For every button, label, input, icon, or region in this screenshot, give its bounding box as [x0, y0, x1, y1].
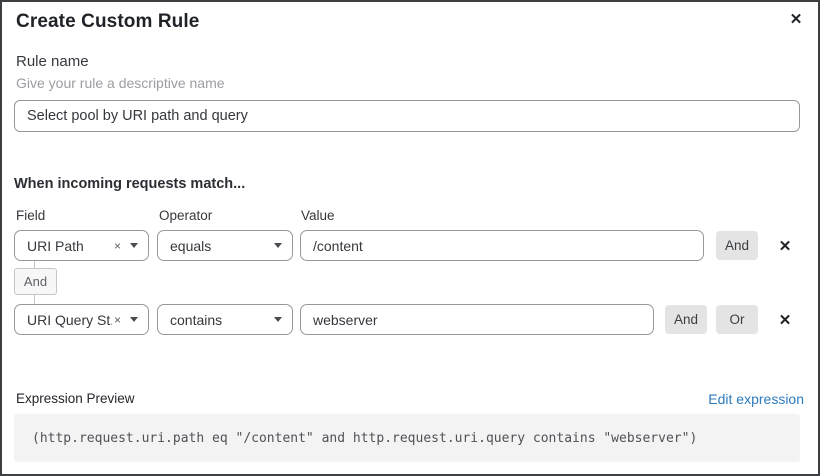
rule-name-input[interactable]: [14, 100, 800, 132]
value-input-row2[interactable]: [300, 304, 654, 335]
value-input-row1[interactable]: [300, 230, 704, 261]
field-select-row2[interactable]: URI Query St... ×: [14, 304, 149, 335]
clear-icon[interactable]: ×: [113, 312, 121, 327]
expression-preview-label: Expression Preview: [16, 391, 135, 406]
remove-row2-icon[interactable]: ✕: [774, 309, 796, 331]
chevron-down-icon: [130, 243, 138, 248]
operator-select-row1-value: equals: [170, 237, 212, 254]
chevron-down-icon: [274, 317, 282, 322]
chevron-down-icon: [130, 317, 138, 322]
close-icon[interactable]: ✕: [785, 8, 807, 30]
page-title: Create Custom Rule: [16, 11, 200, 32]
chevron-down-icon: [274, 243, 282, 248]
clear-icon[interactable]: ×: [113, 238, 121, 253]
connector-line-bottom: [34, 295, 35, 304]
operator-column-label: Operator: [159, 208, 213, 223]
remove-row1-icon[interactable]: ✕: [774, 235, 796, 257]
value-column-label: Value: [301, 208, 335, 223]
operator-select-row2-value: contains: [170, 311, 223, 328]
and-button-row2[interactable]: And: [665, 305, 707, 334]
rule-name-label: Rule name: [16, 53, 89, 70]
match-section-heading: When incoming requests match...: [14, 176, 246, 192]
connector-and-badge: And: [14, 268, 57, 295]
or-button-row2[interactable]: Or: [716, 305, 758, 334]
operator-select-row2[interactable]: contains: [157, 304, 293, 335]
rule-name-hint: Give your rule a descriptive name: [16, 75, 225, 91]
operator-select-row1[interactable]: equals: [157, 230, 293, 261]
connector-line-top: [34, 261, 35, 268]
expression-code-block: (http.request.uri.path eq "/content" and…: [14, 414, 800, 462]
field-select-row2-value: URI Query St...: [27, 311, 112, 328]
field-select-row1[interactable]: URI Path ×: [14, 230, 149, 261]
edit-expression-link[interactable]: Edit expression: [708, 391, 804, 407]
and-button-row1[interactable]: And: [716, 231, 758, 260]
field-column-label: Field: [16, 208, 46, 223]
field-select-row1-value: URI Path: [27, 237, 84, 254]
